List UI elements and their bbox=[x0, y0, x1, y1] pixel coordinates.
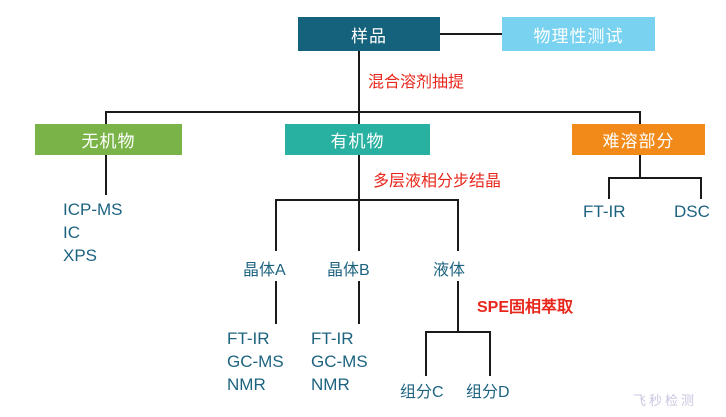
connector-crystal-b-to-methods bbox=[358, 281, 360, 324]
connector-liquid-down bbox=[457, 281, 459, 332]
connector-bus-to-insoluble-ftir bbox=[608, 177, 610, 199]
connector-bus-to-inorganic bbox=[105, 111, 107, 124]
connector-main-bus bbox=[105, 111, 641, 113]
node-component-d[interactable]: 组分D bbox=[466, 384, 510, 401]
connector-sample-down bbox=[358, 50, 360, 112]
connector-bus-to-component-d bbox=[489, 331, 491, 376]
process-label-spe: SPE固相萃取 bbox=[477, 299, 574, 316]
node-sample[interactable]: 样品 bbox=[298, 17, 440, 51]
connector-bus-to-organic bbox=[358, 111, 360, 124]
node-insoluble[interactable]: 难溶部分 bbox=[572, 124, 705, 155]
process-label-mixed-solvent: 混合溶剂抽提 bbox=[368, 74, 465, 91]
node-liquid[interactable]: 液体 bbox=[433, 262, 466, 279]
node-component-c[interactable]: 组分C bbox=[400, 384, 444, 401]
leaf-inorganic-methods: ICP-MS IC XPS bbox=[63, 200, 123, 265]
connector-organic-down bbox=[358, 155, 360, 200]
node-organic[interactable]: 有机物 bbox=[285, 124, 430, 155]
connector-bus-to-liquid bbox=[457, 199, 459, 251]
process-label-multilayer-crystallization: 多层液相分步结晶 bbox=[373, 173, 502, 190]
connector-bus-to-component-c bbox=[425, 331, 427, 376]
node-insoluble-label: 难溶部分 bbox=[602, 132, 675, 151]
node-physical-test-label: 物理性测试 bbox=[533, 26, 624, 46]
leaf-crystal-a-methods: FT-IR GC-MS NMR bbox=[227, 329, 284, 394]
connector-bus-to-insoluble bbox=[639, 111, 641, 124]
node-crystal-b[interactable]: 晶体B bbox=[327, 262, 370, 279]
connector-insoluble-down bbox=[639, 155, 641, 178]
connector-sample-to-physical bbox=[440, 33, 502, 35]
node-physical-test[interactable]: 物理性测试 bbox=[502, 17, 655, 51]
leaf-crystal-b-methods: FT-IR GC-MS NMR bbox=[311, 329, 368, 394]
connector-bus-to-crystal-a bbox=[275, 199, 277, 251]
node-crystal-a[interactable]: 晶体A bbox=[243, 262, 286, 279]
connector-insoluble-bus bbox=[608, 177, 701, 179]
connector-crystal-a-to-methods bbox=[275, 281, 277, 324]
node-organic-label: 有机物 bbox=[330, 132, 385, 151]
leaf-insoluble-dsc: DSC bbox=[674, 202, 710, 221]
connector-bus-to-crystal-b bbox=[358, 199, 360, 251]
leaf-insoluble-ftir: FT-IR bbox=[583, 202, 626, 221]
connector-spe-bus bbox=[425, 331, 491, 333]
connector-bus-to-insoluble-dsc bbox=[700, 177, 702, 199]
connector-inorganic-to-methods bbox=[105, 155, 107, 195]
watermark-label: 飞秒检测 bbox=[633, 393, 698, 408]
connector-organic-bus bbox=[275, 199, 458, 201]
node-sample-label: 样品 bbox=[351, 26, 387, 46]
node-inorganic[interactable]: 无机物 bbox=[35, 124, 182, 155]
node-inorganic-label: 无机物 bbox=[81, 132, 136, 151]
